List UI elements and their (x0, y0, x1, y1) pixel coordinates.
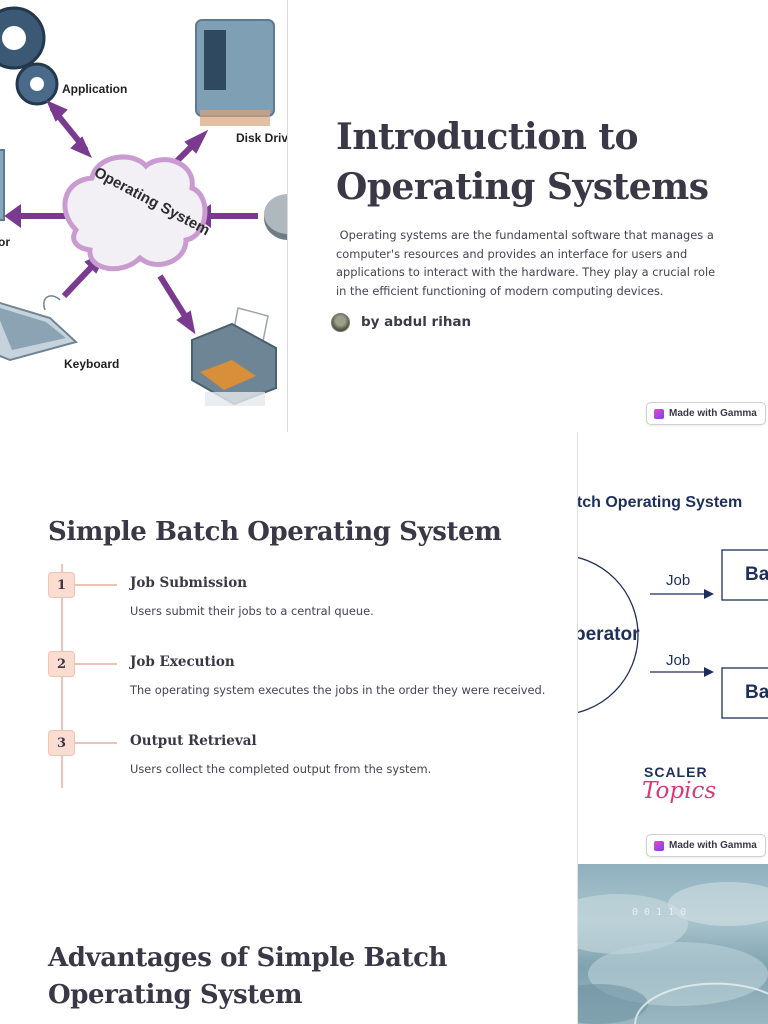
keyboard-label: Keyboard (64, 357, 119, 371)
job-label: Job (666, 652, 691, 669)
gamma-icon (654, 408, 664, 419)
operating-system-diagram-image: Application Disk Drive Keyboard or Opera… (0, 0, 288, 432)
disk-icon (264, 194, 287, 240)
keyboard-icon (0, 295, 79, 362)
job-label: Job (666, 572, 691, 589)
timeline-step: 1 Job Submission Users submit their jobs… (48, 572, 548, 632)
gear-icon (0, 6, 59, 106)
slide3-title: Advantages of Simple Batch Operating Sys… (48, 943, 448, 1010)
step-title: Job Submission (130, 575, 248, 591)
made-with-gamma-badge[interactable]: Made with Gamma (646, 402, 766, 425)
disk-drive-label: Disk Drive (236, 131, 288, 145)
cloud-data-image: 0 0 1 1 0 (577, 864, 768, 1024)
step-number-badge: 3 (48, 730, 75, 756)
made-with-gamma-label: Made with Gamma (669, 840, 757, 851)
slide2-title: Simple Batch Operating System (48, 517, 502, 547)
topics-logo-text: Topics (642, 778, 717, 804)
author-name: by abdul rihan (361, 314, 472, 330)
avatar (331, 312, 350, 332)
batch-os-diagram-image: atch Operating System Job Job perator Ba… (577, 432, 768, 864)
step-connector (75, 742, 117, 744)
operating-system-cloud (62, 154, 208, 272)
step-connector (75, 663, 117, 665)
binary-text: 0 0 1 1 0 (632, 907, 686, 918)
step-title: Output Retrieval (130, 733, 257, 749)
slide1-description: Operating systems are the fundamental so… (336, 228, 719, 298)
timeline-step: 3 Output Retrieval Users collect the com… (48, 730, 548, 790)
made-with-gamma-badge[interactable]: Made with Gamma (646, 834, 766, 857)
printer-icon (191, 307, 277, 406)
step-number-badge: 1 (48, 572, 75, 598)
step-description: Users collect the completed output from … (130, 762, 432, 776)
step-title: Job Execution (130, 654, 235, 670)
diagram-title: atch Operating System (577, 494, 743, 511)
made-with-gamma-label: Made with Gamma (669, 408, 757, 419)
os-diagram-svg: Application Disk Drive Keyboard or Opera… (0, 6, 288, 406)
batch-box-label: Ba (745, 682, 768, 703)
step-number-badge: 2 (48, 651, 75, 677)
author-row: by abdul rihan (331, 310, 471, 334)
cloud-image-svg: 0 0 1 1 0 (578, 882, 768, 1024)
slide-introduction: Application Disk Drive Keyboard or Opera… (0, 0, 768, 432)
diagram-shapes (578, 549, 768, 719)
operator-label: perator (577, 624, 640, 645)
timeline-step: 2 Job Execution The operating system exe… (48, 651, 548, 711)
slide-simple-batch: Simple Batch Operating System 1 Job Subm… (0, 432, 768, 864)
batch-box-label: Ba (745, 564, 768, 585)
disk-drive-icon (195, 19, 275, 126)
step-description: The operating system executes the jobs i… (130, 683, 546, 697)
slide-advantages: Advantages of Simple Batch Operating Sys… (0, 864, 768, 1024)
slide1-title: Introduction to Operating Systems (336, 116, 709, 208)
scaler-logo-text: SCALER (644, 764, 708, 780)
gamma-icon (654, 840, 664, 851)
monitor-label: or (0, 235, 10, 249)
step-connector (75, 584, 117, 586)
step-description: Users submit their jobs to a central que… (130, 604, 374, 618)
application-label: Application (62, 82, 127, 96)
monitor-icon (0, 149, 5, 221)
